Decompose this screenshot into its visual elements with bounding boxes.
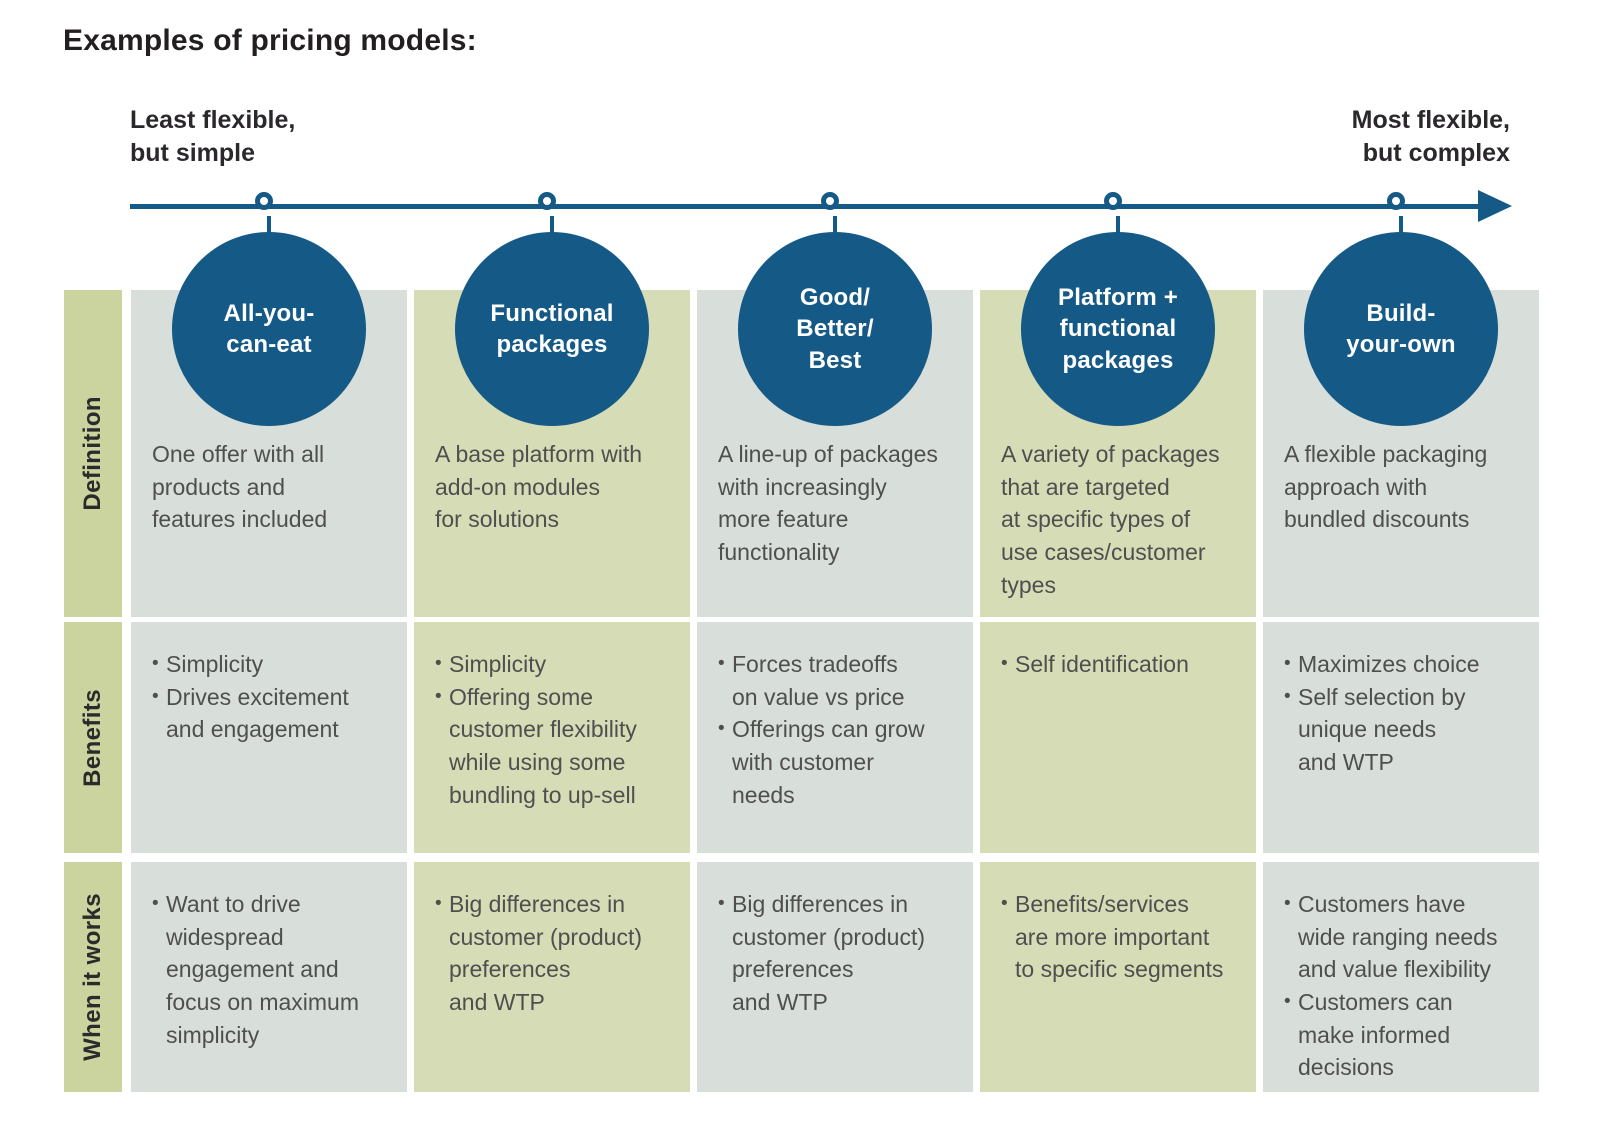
benefits-cell-build-your-own: • Maximizes choice • Self selection by uni… (1263, 622, 1539, 853)
model-circle-build-your-own: Build- your-own (1304, 232, 1498, 426)
benefits-cell-platform-functional-packages: • Self identification (980, 622, 1256, 853)
model-circle-good-better-best: Good/ Better/ Best (738, 232, 932, 426)
when-text: Customers have wide ranging needs and va… (1298, 891, 1498, 983)
row-header-definition: Definition (64, 290, 122, 617)
when-text: Want to drive widespread engagement and … (166, 891, 360, 1048)
when-it-works-cell-build-your-own: • Customers have wide ranging needs and v… (1263, 862, 1539, 1092)
model-circle-all-you-can-eat: All-you- can-eat (172, 232, 366, 426)
circle-stem (833, 216, 837, 238)
when-item: • Customers have wide ranging needs and v… (1284, 888, 1523, 986)
benefits-cell-good-better-best: • Forces tradeoffs on value vs price • Off… (697, 622, 973, 853)
timeline-node-icon (538, 192, 556, 210)
bullet-icon: • (1284, 990, 1291, 1012)
bullet-icon: • (1284, 893, 1291, 914)
benefit-text: Forces tradeoffs on value vs price (732, 651, 905, 710)
bullet-icon: • (1001, 653, 1008, 674)
definition-text: A variety of packages that are targeted … (1001, 441, 1220, 598)
when-it-works-cell-all-you-can-eat: • Want to drive widespread engagement and… (131, 862, 407, 1092)
when-text: Big differences in customer (product) pr… (449, 891, 643, 1015)
timeline-node-icon (1104, 192, 1122, 210)
circle-stem (1399, 216, 1403, 238)
benefit-item: • Offering some customer flexibility whil… (435, 681, 674, 812)
benefit-item: • Self identification (1001, 648, 1240, 681)
model-circle-label: Platform + functional packages (1057, 284, 1179, 374)
axis-label-most-flexible: Most flexible, but complex (1351, 106, 1510, 167)
definition-text: A base platform with add-on modules for … (435, 441, 643, 533)
when-item: • Big differences in customer (product) p… (718, 888, 957, 1019)
when-item: • Customers can make informed decisions (1284, 986, 1523, 1084)
benefit-item: • Drives excitement and engagement (152, 681, 391, 746)
bullet-icon: • (1284, 653, 1291, 674)
when-it-works-cell-platform-functional-packages: • Benefits/services are more important to… (980, 862, 1256, 1092)
bullet-icon: • (1001, 893, 1008, 914)
benefit-item: • Self selection by unique needs and WTP (1284, 681, 1523, 779)
when-item: • Benefits/services are more important to… (1001, 888, 1240, 986)
benefit-item: • Maximizes choice (1284, 648, 1523, 681)
bullet-icon: • (152, 685, 159, 707)
circle-stem (1116, 216, 1120, 238)
row-header-label: Benefits (79, 688, 106, 787)
when-item: • Big differences in customer (product) p… (435, 888, 674, 1019)
definition-text: One offer with all products and features… (152, 441, 328, 533)
row-header-benefits: Benefits (64, 622, 122, 853)
benefit-text: Self identification (1015, 651, 1189, 677)
benefit-text: Simplicity (166, 651, 264, 677)
timeline-node-icon (255, 192, 273, 210)
circle-stem (267, 216, 271, 238)
model-circle-platform-functional-packages: Platform + functional packages (1021, 232, 1215, 426)
benefit-text: Offerings can grow with customer needs (732, 716, 925, 808)
bullet-icon: • (718, 718, 725, 740)
bullet-icon: • (1284, 685, 1291, 707)
benefit-item: • Forces tradeoffs on value vs price (718, 648, 957, 713)
row-header-label: When it works (79, 893, 106, 1061)
bullet-icon: • (152, 653, 159, 674)
page-title: Examples of pricing models: (63, 24, 477, 57)
bullet-icon: • (152, 893, 159, 914)
benefits-cell-all-you-can-eat: • Simplicity • Drives excitement and engag… (131, 622, 407, 853)
when-text: Big differences in customer (product) pr… (732, 891, 926, 1015)
arrow-right-icon (1478, 190, 1512, 222)
bullet-icon: • (435, 893, 442, 914)
circle-stem (550, 216, 554, 238)
benefit-item: • Simplicity (152, 648, 391, 681)
benefit-item: • Offerings can grow with customer needs (718, 713, 957, 811)
when-it-works-cell-good-better-best: • Big differences in customer (product) p… (697, 862, 973, 1092)
benefit-text: Drives excitement and engagement (166, 683, 349, 743)
model-circle-functional-packages: Functional packages (455, 232, 649, 426)
definition-text: A line-up of packages with increasingly … (718, 441, 938, 565)
bullet-icon: • (718, 893, 725, 914)
benefit-text: Self selection by unique needs and WTP (1298, 683, 1466, 775)
timeline-node-icon (821, 192, 839, 210)
row-header-label: Definition (79, 396, 106, 511)
model-circle-label: Functional packages (490, 299, 614, 358)
model-circle-label: Build- your-own (1346, 299, 1456, 358)
bullet-icon: • (435, 653, 442, 674)
row-header-when-it-works: When it works (64, 862, 122, 1092)
benefit-item: • Simplicity (435, 648, 674, 681)
flexibility-axis-line (130, 204, 1482, 209)
when-it-works-cell-functional-packages: • Big differences in customer (product) p… (414, 862, 690, 1092)
benefit-text: Offering some customer flexibility while… (449, 683, 637, 808)
bullet-icon: • (718, 653, 725, 674)
benefit-text: Maximizes choice (1298, 651, 1480, 677)
when-text: Customers can make informed decisions (1298, 988, 1453, 1081)
benefits-cell-functional-packages: • Simplicity • Offering some customer flex… (414, 622, 690, 853)
when-item: • Want to drive widespread engagement and… (152, 888, 391, 1051)
benefit-text: Simplicity (449, 651, 547, 677)
model-circle-label: All-you- can-eat (223, 299, 315, 358)
bullet-icon: • (435, 685, 442, 707)
definition-text: A flexible packaging approach with bundl… (1284, 441, 1488, 533)
when-text: Benefits/services are more important to … (1015, 891, 1224, 983)
axis-label-least-flexible: Least flexible, but simple (130, 106, 296, 167)
model-circle-label: Good/ Better/ Best (796, 284, 874, 374)
timeline-node-icon (1387, 192, 1405, 210)
